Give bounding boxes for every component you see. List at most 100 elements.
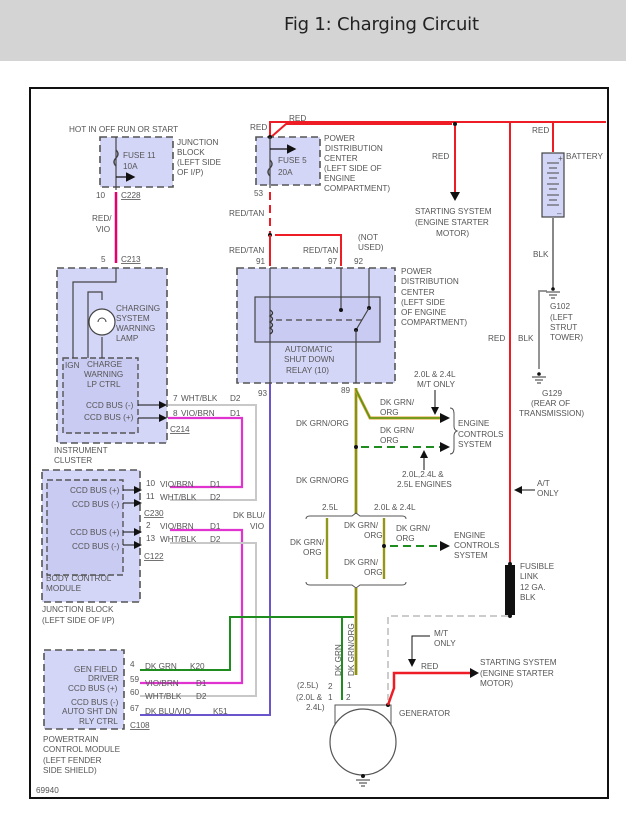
diagram-frame xyxy=(29,87,609,799)
destination-label: STARTING SYSTEM xyxy=(480,658,557,667)
relay-name: SHUT DOWN xyxy=(284,355,334,364)
ccd-bus-minus: CCD BUS (-) xyxy=(72,500,120,509)
pin-label: 67 xyxy=(130,704,140,713)
module-name: CLUSTER xyxy=(54,456,92,465)
destination-label: (ENGINE STARTER xyxy=(415,218,489,227)
wire-label: RED xyxy=(289,114,306,123)
fuse-block-box xyxy=(99,136,174,188)
pdc-location: CENTER xyxy=(401,288,435,297)
wire-label: RED xyxy=(421,662,438,671)
wire-label: VIO xyxy=(250,522,264,531)
wire-label: DK BLU/ xyxy=(233,511,266,520)
wire-label: VIO xyxy=(96,225,110,234)
pdc-location: DISTRIBUTION xyxy=(401,277,459,286)
destination-label: MOTOR) xyxy=(480,679,513,688)
pdc-location: (LEFT SIDE xyxy=(401,298,446,307)
pcm-pin-label: GEN FIELD xyxy=(74,665,117,674)
wire-label: DK GRN/ xyxy=(396,524,431,533)
pcm-pin-label: CCD BUS (+) xyxy=(68,684,118,693)
arrow-right-icon xyxy=(470,668,479,678)
ground-label: TRANSMISSION) xyxy=(519,409,584,418)
destination-label: (ENGINE STARTER xyxy=(480,669,554,678)
pdc-location: (LEFT SIDE OF xyxy=(324,164,382,173)
pdc-location: DISTRIBUTION xyxy=(325,144,383,153)
note-label: ONLY xyxy=(537,489,559,498)
relay-name: AUTOMATIC xyxy=(285,345,333,354)
module-location: (LEFT SIDE OF I/P) xyxy=(42,616,115,625)
lamp-label: LAMP xyxy=(116,334,139,343)
connector-label: C213 xyxy=(121,255,141,264)
not-used-label: USED) xyxy=(358,243,384,252)
connector-label: C228 xyxy=(121,191,141,200)
pin-label: 11 xyxy=(146,492,155,501)
wire-label: RED xyxy=(488,334,505,343)
ccd-bus-plus: CCD BUS (+) xyxy=(70,486,120,495)
wire-vio-brn xyxy=(140,528,244,685)
pin-label: 1 xyxy=(328,693,333,702)
pin-label: 2 xyxy=(328,682,333,691)
ground-label: (LEFT xyxy=(550,313,573,322)
wire-dk-blu-vio xyxy=(140,383,271,716)
wire-label: DK GRN xyxy=(334,644,343,676)
battery-minus: – xyxy=(557,209,562,218)
wire-label: ORG xyxy=(396,534,415,543)
pin-label: 4 xyxy=(130,660,135,669)
starting-system-top: RED STARTING SYSTEM (ENGINE STARTER MOTO… xyxy=(415,126,492,238)
wire-label: DK GRN/ORG xyxy=(296,419,349,428)
pdc-location: COMPARTMENT) xyxy=(401,318,467,327)
pin-label: 8 xyxy=(173,409,178,418)
ccd-bus-wires xyxy=(140,383,354,716)
relay-coil-icon xyxy=(268,309,274,335)
wire-label: RED/TAN xyxy=(229,246,264,255)
note-label: M/T xyxy=(434,629,448,638)
pdc-location: COMPARTMENT) xyxy=(324,184,390,193)
ctrl-label: WARNING xyxy=(84,370,123,379)
wire-label: DK BLU/VIO xyxy=(145,707,191,716)
generator: DK GRN DK GRN/ORG (2.5L) 2 1 (2.0L & 2.4… xyxy=(296,617,557,787)
wire-label: BLK xyxy=(518,334,534,343)
relay-name: RELAY (10) xyxy=(286,366,329,375)
wire-label: DK GRN/ xyxy=(344,558,379,567)
ign-label: IGN xyxy=(65,361,80,370)
grounds: G102 (LEFT STRUT TOWER) BLK G129 (REAR O… xyxy=(518,287,584,418)
battery-label: BATTERY xyxy=(566,152,604,161)
pin-label: 60 xyxy=(130,688,140,697)
wire-wht-blk xyxy=(168,404,257,501)
junction-block-fuse-11: HOT IN OFF RUN OR START FUSE 11 10A JUNC… xyxy=(69,125,222,264)
pin-label: 13 xyxy=(146,534,156,543)
pin-label: 97 xyxy=(328,257,338,266)
fuse-11-location: OF I/P) xyxy=(177,168,204,177)
ccd-bus-minus: CCD BUS (-) xyxy=(86,401,134,410)
hot-label: HOT IN OFF RUN OR START xyxy=(69,125,178,134)
pcm-pin-label: AUTO SHT DN xyxy=(62,707,117,716)
not-used-label: (NOT xyxy=(358,233,378,242)
arrow-right-icon xyxy=(440,442,450,452)
pdc-location: ENGINE xyxy=(324,174,356,183)
pdc-location: POWER xyxy=(324,134,355,143)
pin-label: 93 xyxy=(258,389,268,398)
warning-lamp-icon xyxy=(88,308,116,336)
wire-label: ORG xyxy=(303,548,322,557)
wire-label: DK GRN xyxy=(145,662,177,671)
engine-controls-wiring: 2.0L & 2.4L M/T ONLY DK GRN/ ORG DK GRN/… xyxy=(296,370,559,514)
ground-label: G102 xyxy=(550,302,570,311)
figure-title: Fig 1: Charging Circuit xyxy=(284,14,479,35)
destination-label: CONTROLS xyxy=(458,430,504,439)
pin-label: 53 xyxy=(254,189,264,198)
fusible-link-label: LINK xyxy=(520,572,539,581)
wire-vio-brn xyxy=(168,416,244,489)
connector-label: C230 xyxy=(144,509,164,518)
circuit-label: D2 xyxy=(210,493,221,502)
fuse-11-location: (LEFT SIDE xyxy=(177,158,222,167)
wire-label: ORG xyxy=(364,568,383,577)
ground-icon xyxy=(532,372,546,384)
ground-label: STRUT xyxy=(550,323,577,332)
battery-icon xyxy=(541,152,565,218)
pcm-pin-label: RLY CTRL xyxy=(79,717,118,726)
wire-red xyxy=(386,671,470,706)
note-label: 2.0L,2.4L & xyxy=(402,470,444,479)
wire-label: RED/TAN xyxy=(229,209,264,218)
circuit-label: D1 xyxy=(210,480,221,489)
instrument-cluster: CHARGING SYSTEM WARNING LAMP IGN CHARGE … xyxy=(54,267,241,465)
